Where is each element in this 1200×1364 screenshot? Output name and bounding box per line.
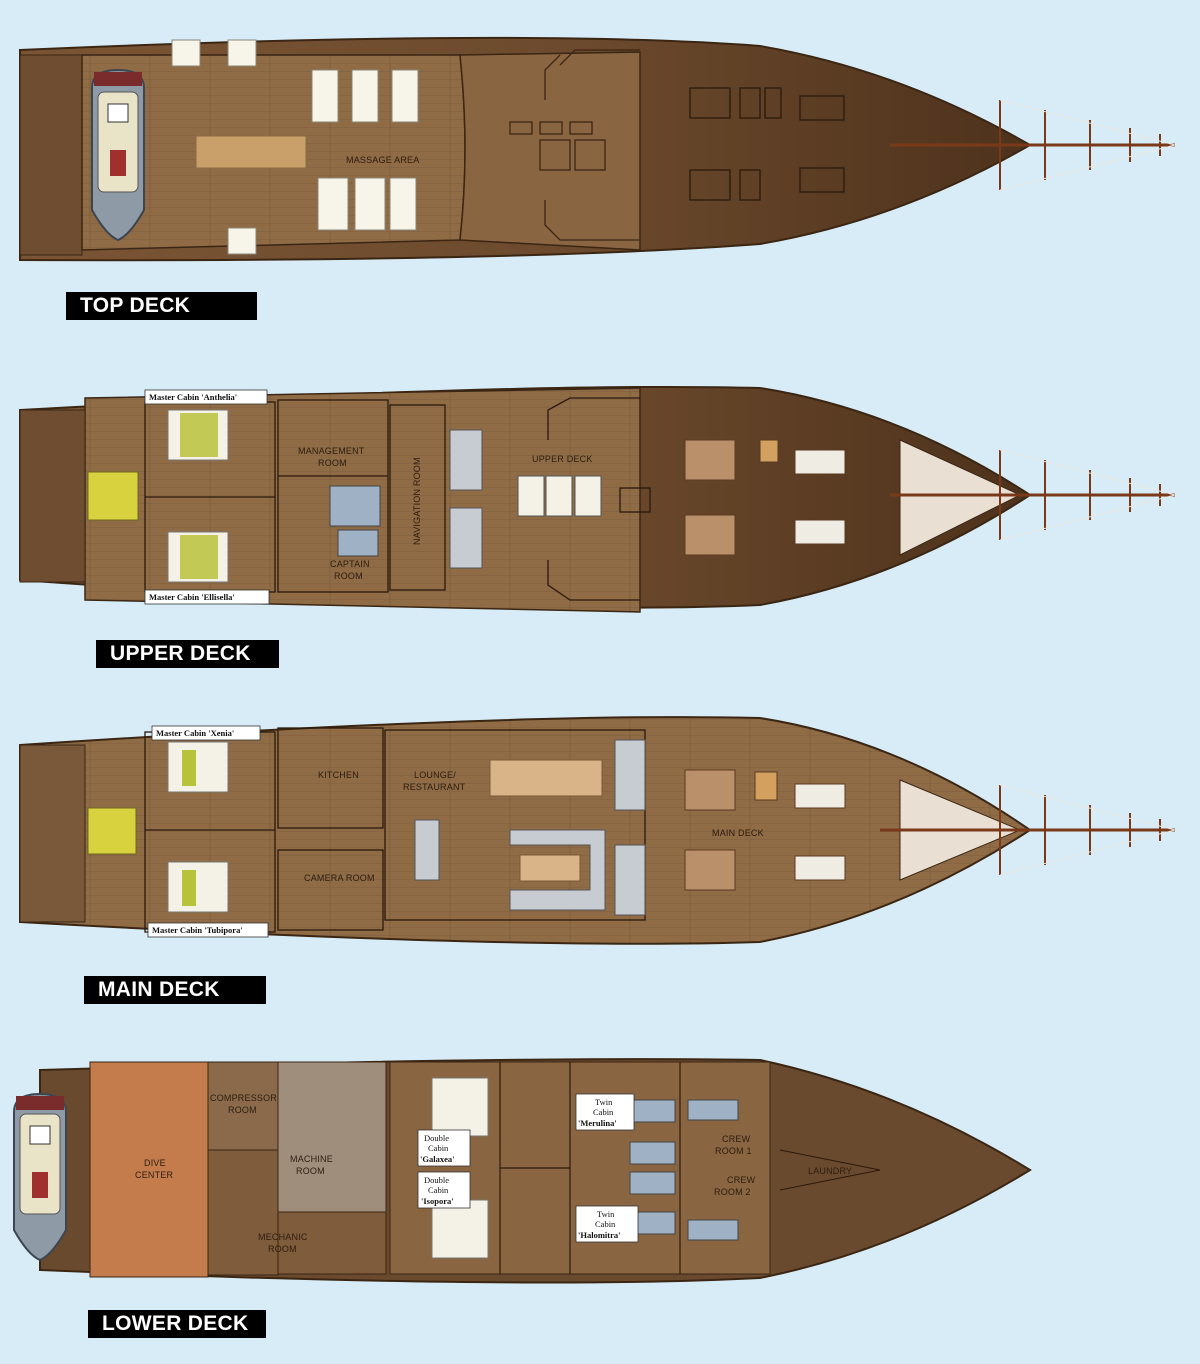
label-double-isopora-3: 'Isopora' <box>421 1196 454 1206</box>
label-machine-1: MACHINE <box>290 1154 333 1164</box>
label-twin-halomitra-3: 'Halomitra' <box>578 1230 621 1240</box>
label-machine-2: ROOM <box>296 1166 325 1176</box>
top-lounge-seats <box>509 49 640 241</box>
main-beds <box>167 741 229 913</box>
dining-table <box>489 759 603 797</box>
label-compressor-2: ROOM <box>228 1105 257 1115</box>
tender-boat <box>91 68 145 242</box>
label-double-galaxea-2: Cabin <box>428 1143 449 1153</box>
label-management-1: MANAGEMENT <box>298 446 365 456</box>
label-double-isopora-1: Double <box>424 1175 449 1185</box>
label-captain-1: CAPTAIN <box>330 559 370 569</box>
massage-area-label: MASSAGE AREA <box>346 155 419 165</box>
label-crew2-2: ROOM 2 <box>714 1187 751 1197</box>
top-deck-plan: MASSAGE AREA <box>19 36 1176 262</box>
dive-center-floor <box>89 1061 209 1278</box>
lower-beds <box>431 1077 739 1259</box>
label-laundry: LAUNDRY <box>808 1166 852 1176</box>
top-deck-title: TOP DECK <box>66 292 257 320</box>
main-fore-seating <box>684 769 846 891</box>
label-twin-merulina-1: Twin <box>595 1097 613 1107</box>
label-captain-2: ROOM <box>334 571 363 581</box>
label-double-isopora-2: Cabin <box>428 1185 449 1195</box>
label-crew1-1: CREW <box>722 1134 751 1144</box>
label-dive-2: CENTER <box>135 1170 174 1180</box>
label-upper-deck: UPPER DECK <box>532 454 593 464</box>
label-management-2: ROOM <box>318 458 347 468</box>
label-navigation: NAVIGATION ROOM <box>412 457 422 545</box>
label-master-tubipora: Master Cabin 'Tubipora' <box>152 925 243 935</box>
label-master-xenia: Master Cabin 'Xenia' <box>156 728 234 738</box>
label-twin-halomitra-2: Cabin <box>595 1219 616 1229</box>
label-camera: CAMERA ROOM <box>304 873 375 883</box>
label-crew2-1: CREW <box>727 1175 756 1185</box>
label-lounge-2: RESTAURANT <box>403 782 466 792</box>
label-twin-merulina-3: 'Merulina' <box>578 1118 617 1128</box>
sun-loungers-top <box>171 39 419 255</box>
main-deck-title: MAIN DECK <box>84 976 266 1004</box>
label-crew1-2: ROOM 1 <box>715 1146 752 1156</box>
upper-deck-title: UPPER DECK <box>96 640 279 668</box>
label-mechanic-1: MECHANIC <box>258 1232 308 1242</box>
label-master-anthelia: Master Cabin 'Anthelia' <box>149 392 237 402</box>
upper-deck-plan: Master Cabin 'Anthelia' Master Cabin 'El… <box>19 385 1176 613</box>
upper-cabin-walls <box>144 399 446 593</box>
label-double-galaxea-3: 'Galaxea' <box>420 1154 454 1164</box>
fore-tables-top <box>689 87 845 201</box>
massage-table <box>195 135 307 169</box>
tender-boat-lower <box>13 1092 67 1262</box>
label-twin-halomitra-1: Twin <box>597 1209 615 1219</box>
label-main-deck: MAIN DECK <box>712 828 764 838</box>
label-mechanic-2: ROOM <box>268 1244 297 1254</box>
label-double-galaxea-1: Double <box>424 1133 449 1143</box>
label-master-ellisella: Master Cabin 'Ellisella' <box>149 592 235 602</box>
label-dive-1: DIVE <box>144 1158 166 1168</box>
upper-fore-seating <box>684 439 846 556</box>
lower-deck-plan: COMPRESSOR ROOM DIVE CENTER MACHINE ROOM… <box>13 1058 1032 1284</box>
upper-beds <box>167 409 229 583</box>
main-deck-plan: Master Cabin 'Xenia' Master Cabin 'Tubip… <box>19 716 1176 945</box>
label-twin-merulina-2: Cabin <box>593 1107 614 1117</box>
label-lounge-1: LOUNGE/ <box>414 770 456 780</box>
label-compressor-1: COMPRESSOR <box>210 1093 277 1103</box>
lower-deck-title: LOWER DECK <box>88 1310 266 1338</box>
label-kitchen: KITCHEN <box>318 770 359 780</box>
upper-deck-loungers <box>517 475 602 517</box>
